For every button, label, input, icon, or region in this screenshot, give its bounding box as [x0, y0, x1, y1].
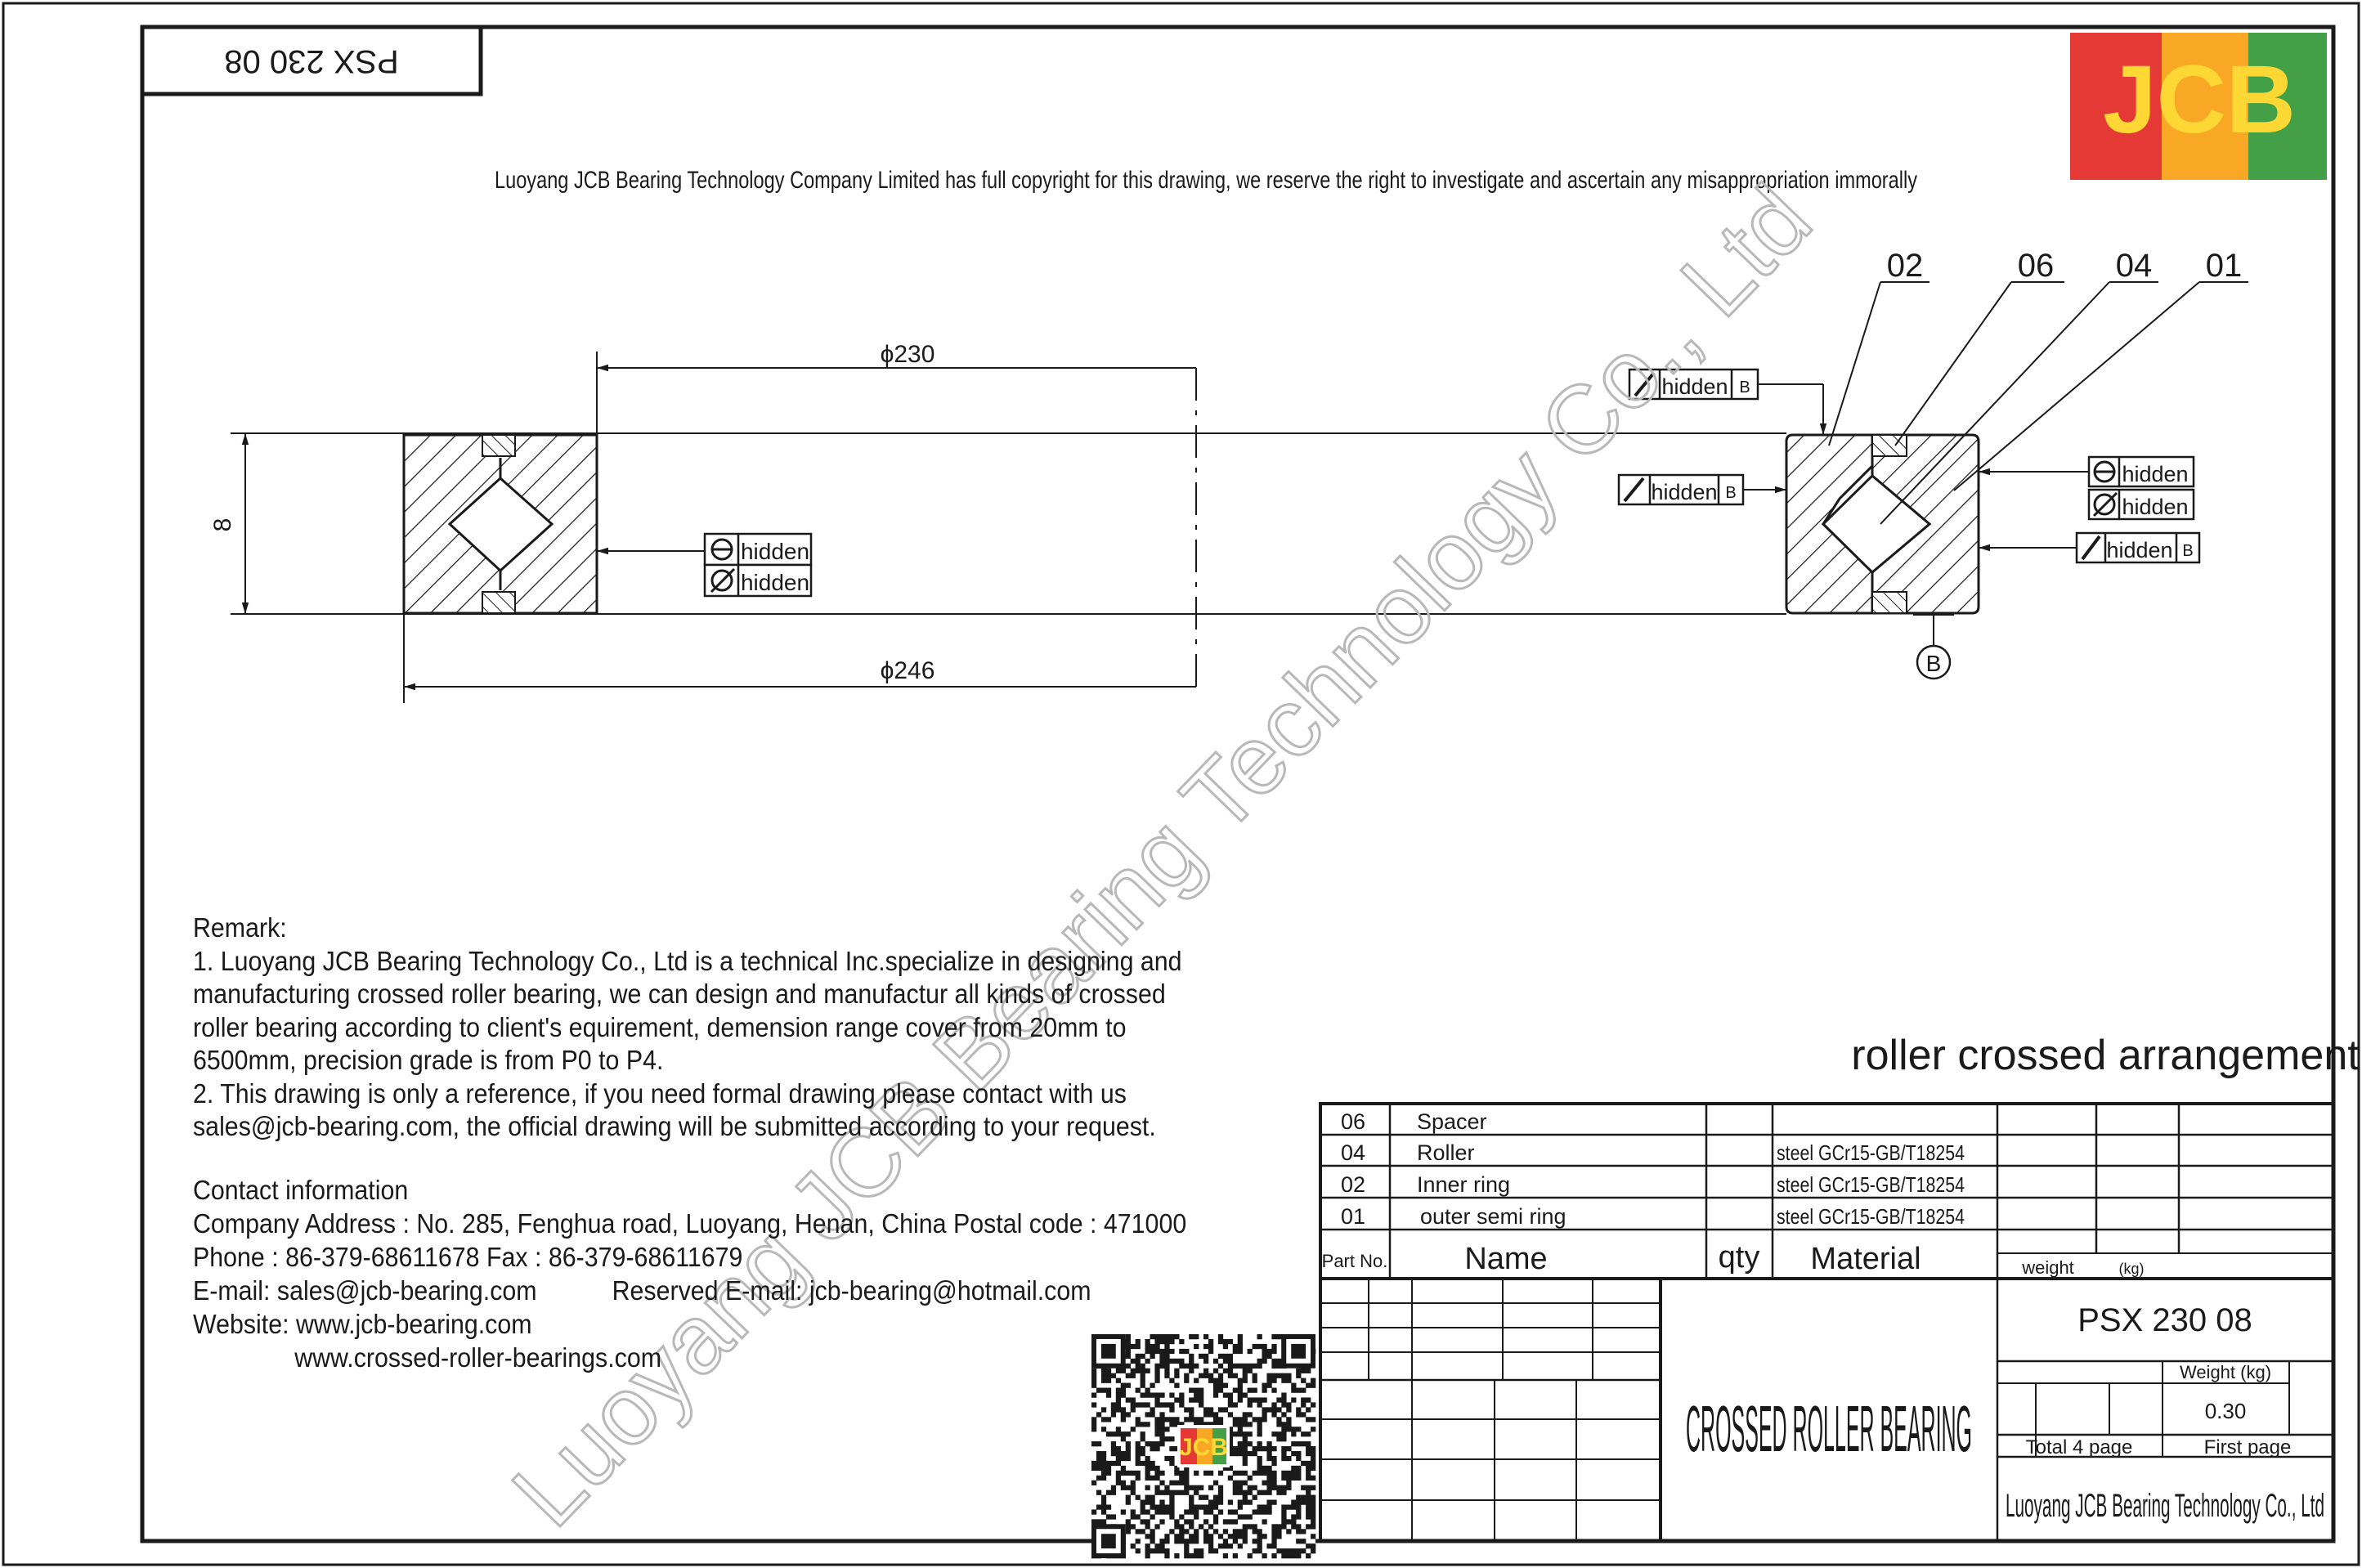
row-02-name: Inner ring [1417, 1172, 1510, 1197]
outer-diameter-dimension: ϕ246 [881, 657, 935, 684]
row-06-name: Spacer [1417, 1109, 1487, 1134]
remark-line: roller bearing according to client's equ… [193, 1011, 1127, 1042]
total-pages: Total 4 page [2026, 1436, 2133, 1458]
contact-email[interactable]: E-mail: sales@jcb-bearing.com [193, 1275, 537, 1306]
svg-text:hidden: hidden [741, 539, 809, 564]
tolerance-frame-1: hidden B [1628, 368, 1759, 401]
right-section: B 02 06 04 01 hidden B [1196, 248, 2248, 680]
row-01-name: outer semi ring [1420, 1204, 1566, 1229]
header-weight: weight [2021, 1257, 2074, 1278]
tolerance-frame-5: hidden B [2075, 531, 2201, 564]
svg-text:hidden: hidden [741, 570, 809, 595]
row-04-material: steel GCr15-GB/T18254 [1777, 1140, 1965, 1165]
row-04-no: 04 [1341, 1140, 1365, 1165]
callout-06: 06 [2018, 248, 2055, 284]
remark-line: manufacturing crossed roller bearing, we… [193, 979, 1166, 1009]
remark-line: 1. Luoyang JCB Bearing Technology Co., L… [193, 945, 1182, 976]
row-04-name: Roller [1417, 1140, 1475, 1165]
svg-text:hidden: hidden [1651, 480, 1717, 504]
contact-block: Contact information Company Address : No… [193, 1173, 1186, 1374]
qr-code: JCB [1091, 1334, 1316, 1559]
title-code: PSX 230 08 [2077, 1302, 2252, 1338]
inner-diameter-dimension: ϕ230 [881, 341, 935, 368]
height-dimension: 8 [209, 518, 236, 532]
arrangement-caption: roller crossed arrangement [1851, 1032, 2360, 1079]
svg-text:JCB: JCB [1179, 1434, 1228, 1461]
svg-text:hidden: hidden [2122, 495, 2188, 519]
contact-address: Company Address : No. 285, Fenghua road,… [193, 1208, 1187, 1239]
row-02-material: steel GCr15-GB/T18254 [1777, 1172, 1965, 1197]
remark-line: 6500mm, precision grade is from P0 to P4… [193, 1045, 664, 1075]
callout-02: 02 [1887, 248, 1924, 284]
header-kg: (kg) [2119, 1261, 2145, 1277]
callout-01: 01 [2206, 248, 2243, 284]
code-tag [140, 25, 483, 96]
remark-line: sales@jcb-bearing.com, the official draw… [193, 1111, 1156, 1141]
contact-website-2[interactable]: www.crossed-roller-bearings.com [294, 1342, 662, 1373]
tolerance-frame-3: hidden [2087, 455, 2195, 488]
left-section: 8 ϕ230 ϕ246 hidden [209, 341, 1197, 703]
tolerance-frame-4: hidden [2087, 488, 2195, 521]
svg-text:B: B [1725, 484, 1736, 502]
contact-email-row: E-mail: sales@jcb-bearing.com Reserved E-… [193, 1274, 1186, 1307]
copyright-notice: Luoyang JCB Bearing Technology Company L… [495, 167, 1917, 194]
left-tolerance-frame-1: hidden [703, 532, 813, 567]
callout-04: 04 [2116, 248, 2153, 284]
header-material: Material [1810, 1242, 1921, 1276]
weight-value: 0.30 [2205, 1399, 2247, 1423]
tolerance-frame-2: hidden B [1617, 473, 1745, 506]
svg-text:hidden: hidden [2106, 538, 2172, 562]
row-06-no: 06 [1341, 1109, 1365, 1134]
parts-table: 06 Spacer 04 Roller steel GCr15-GB/T1825… [1319, 1102, 2335, 1543]
remark-line: 2. This drawing is only a reference, if … [193, 1077, 1127, 1109]
row-01-no: 01 [1341, 1204, 1365, 1229]
svg-text:B: B [2182, 542, 2193, 560]
svg-text:hidden: hidden [2122, 462, 2188, 486]
mirrored-code: PSX 230 08 [224, 43, 399, 79]
page-label: First page [2204, 1436, 2292, 1458]
contact-reserved-email[interactable]: Reserved E-mail: jcb-bearing@hotmail.com [612, 1275, 1091, 1306]
left-tolerance-frame-2: hidden [703, 563, 813, 598]
datum-label: B [1926, 651, 1942, 676]
contact-website[interactable]: Website: www.jcb-bearing.com [193, 1309, 532, 1339]
contact-heading: Contact information [193, 1175, 409, 1205]
svg-text:B: B [1739, 379, 1750, 396]
remark-heading: Remark: [193, 912, 287, 943]
svg-text:hidden: hidden [1661, 374, 1728, 399]
weight-label: Weight (kg) [2180, 1362, 2271, 1382]
header-name: Name [1464, 1242, 1547, 1276]
header-qty: qty [1719, 1240, 1760, 1275]
header-part-no: Part No. [1322, 1251, 1388, 1271]
row-02-no: 02 [1341, 1172, 1365, 1197]
contact-phone: Phone : 86-379-68611678 Fax : 86-379-686… [193, 1242, 743, 1272]
product-name: CROSSED ROLLER BEARING [1686, 1392, 1972, 1465]
row-01-material: steel GCr15-GB/T18254 [1777, 1204, 1965, 1229]
remark-block: Remark: 1. Luoyang JCB Bearing Technolog… [193, 912, 1246, 1144]
company-name: Luoyang JCB Bearing Technology Co., Ltd [2006, 1488, 2324, 1524]
jcb-logo: JCB [2070, 33, 2327, 180]
svg-text:JCB: JCB [2103, 46, 2296, 154]
